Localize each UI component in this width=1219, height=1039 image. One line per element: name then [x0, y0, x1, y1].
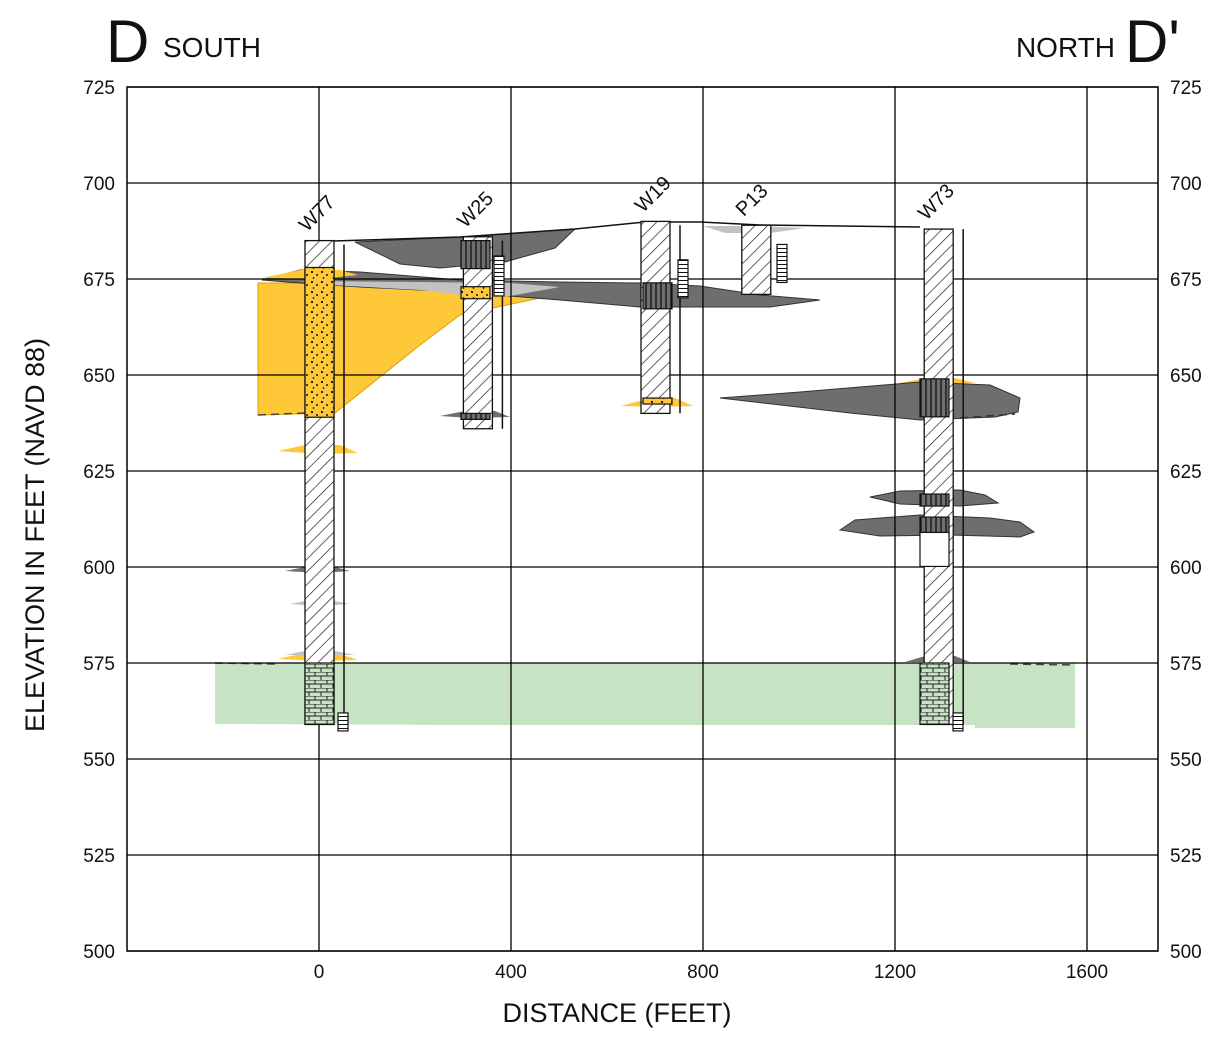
well-label: W73: [914, 180, 959, 225]
well-label: P13: [732, 180, 773, 221]
x-tick-label: 400: [495, 962, 527, 983]
plot-frame: [126, 86, 1159, 952]
section-letter-right: D': [1125, 8, 1180, 75]
y-tick-label-left: 650: [83, 366, 115, 387]
y-tick-label-left: 600: [83, 558, 115, 579]
y-tick-label-left: 575: [83, 654, 115, 675]
y-axis-title: ELEVATION IN FEET (NAVD 88): [20, 338, 50, 732]
bedrock-interval: [919, 662, 950, 726]
well-p13: P13: [732, 180, 773, 296]
y-tick-label-left: 725: [83, 78, 115, 99]
dark-gray-unit-w73-650: [719, 381, 1021, 421]
grid: [126, 86, 1159, 952]
yellow-unit-base-dashed: [257, 412, 306, 416]
well-screen: [337, 712, 349, 732]
y-tick-labels-right: 725 700 675 650 625 600 575 550 525 500: [1170, 78, 1202, 963]
y-tick-label-left: 525: [83, 846, 115, 867]
y-tick-label-right: 550: [1170, 750, 1202, 771]
y-tick-label-right: 500: [1170, 942, 1202, 963]
direction-right-label: NORTH: [1016, 32, 1115, 63]
well-label: W77: [295, 191, 340, 236]
x-tick-label: 800: [687, 962, 719, 983]
y-tick-label-left: 700: [83, 174, 115, 195]
y-tick-label-right: 650: [1170, 366, 1202, 387]
clay-interval: [642, 282, 673, 310]
y-tick-label-right: 700: [1170, 174, 1202, 195]
y-tick-label-right: 600: [1170, 558, 1202, 579]
x-tick-labels: 0 400 800 1200 1600: [314, 962, 1108, 983]
y-tick-label-left: 625: [83, 462, 115, 483]
y-tick-label-left: 500: [83, 942, 115, 963]
yellow-unit-main: [257, 282, 541, 416]
well-w73: W73: [914, 180, 964, 726]
well-column: [741, 224, 772, 296]
clay-interval: [919, 378, 950, 418]
y-tick-label-left: 550: [83, 750, 115, 771]
y-tick-label-right: 675: [1170, 270, 1202, 291]
well-screen: [952, 712, 964, 732]
x-axis-title: DISTANCE (FEET): [503, 998, 732, 1028]
gravel-interval: [304, 266, 335, 418]
x-tick-label: 1600: [1066, 962, 1108, 983]
y-tick-label-left: 675: [83, 270, 115, 291]
green-unit-top-dashed-right: [1009, 663, 1076, 666]
well-screen: [493, 255, 505, 297]
gravel-interval: [642, 397, 673, 405]
y-tick-labels-left: 725 700 675 650 625 600 575 550 525 500: [83, 78, 115, 963]
bedrock-interval: [304, 662, 335, 726]
y-tick-label-right: 625: [1170, 462, 1202, 483]
dark-gray-unit-w73-650-dashed: [959, 413, 1016, 419]
y-tick-label-right: 575: [1170, 654, 1202, 675]
clay-interval: [919, 493, 950, 507]
well-label: W25: [453, 188, 498, 233]
clay-interval: [460, 240, 491, 270]
x-tick-label: 0: [314, 962, 325, 983]
well-column: [640, 220, 671, 415]
green-unit: [215, 663, 1075, 728]
ground-surface-line: [332, 221, 921, 242]
gravel-interval: [460, 286, 491, 300]
x-tick-label: 1200: [874, 962, 916, 983]
section-letter-left: D: [106, 8, 149, 75]
well-screen: [677, 259, 689, 299]
clay-interval: [460, 412, 491, 420]
direction-left-label: SOUTH: [163, 32, 261, 63]
y-tick-label-right: 525: [1170, 846, 1202, 867]
no-recovery-interval: [919, 531, 950, 568]
y-tick-label-right: 725: [1170, 78, 1202, 99]
well-screen: [776, 243, 788, 284]
well-column: [923, 228, 954, 726]
well-label: W19: [631, 172, 676, 217]
